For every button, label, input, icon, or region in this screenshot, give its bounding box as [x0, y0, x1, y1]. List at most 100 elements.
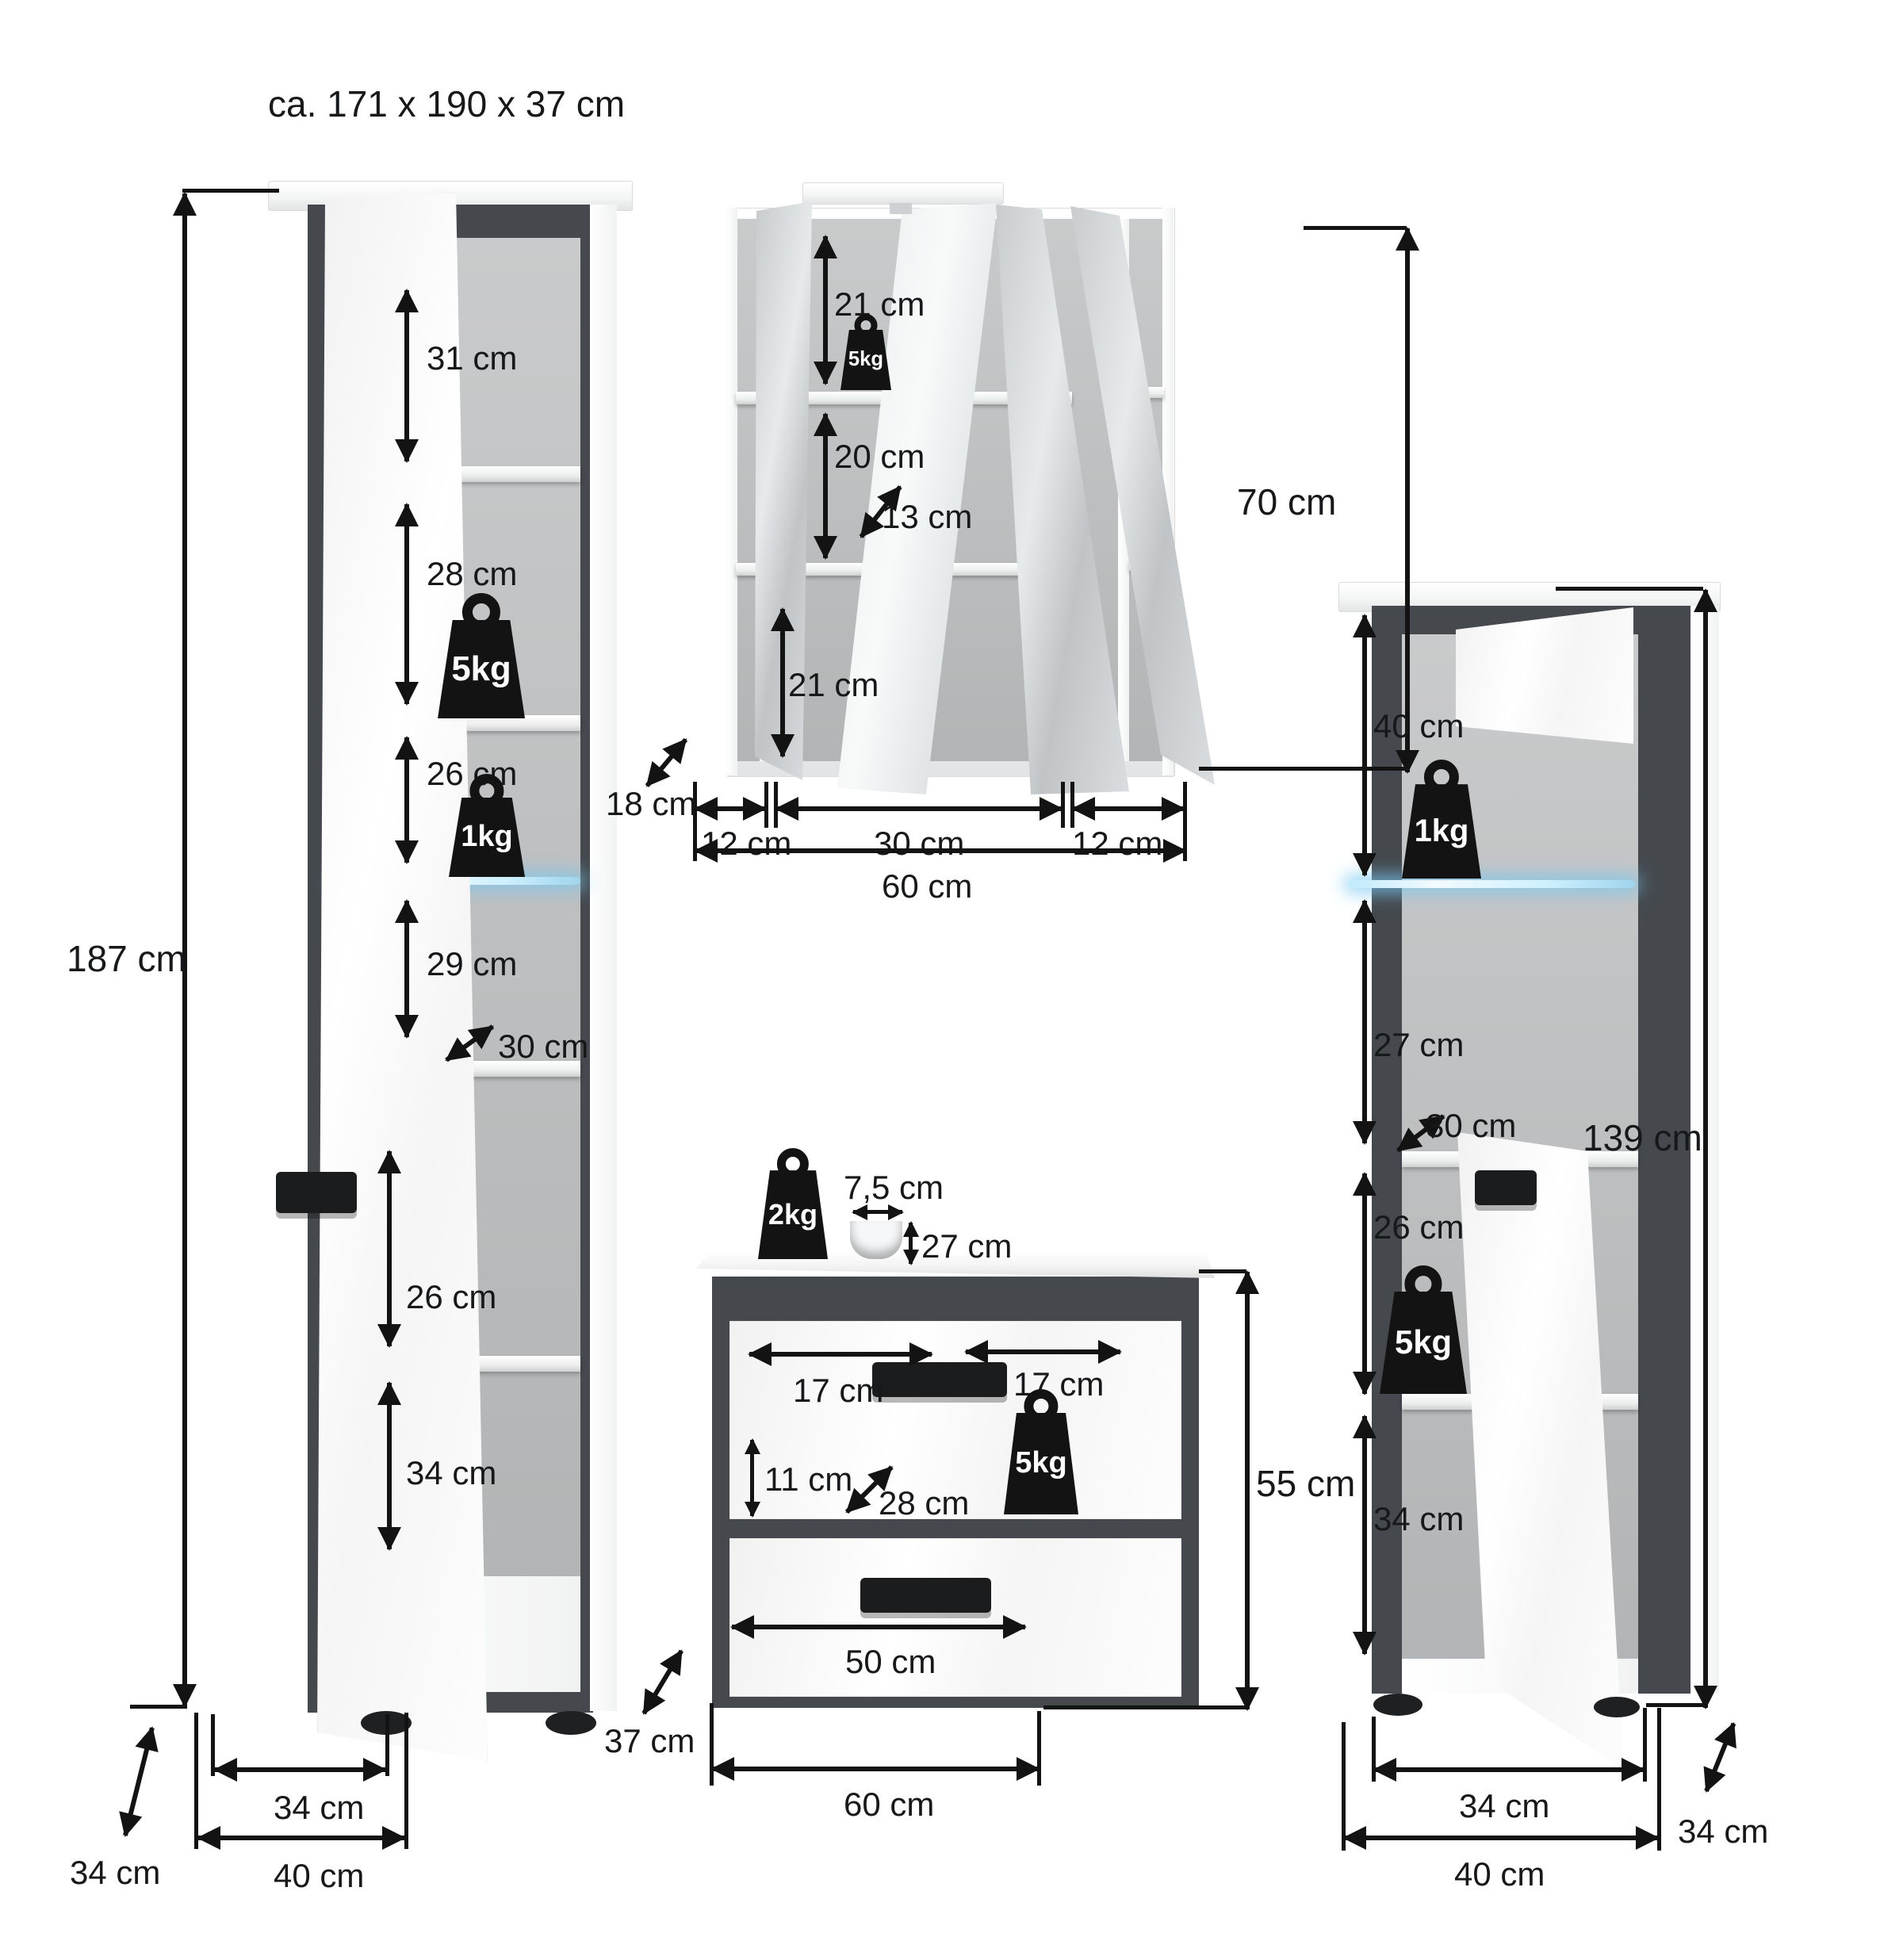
basin-cabinet-flap-left-width-label: 17 cm [793, 1372, 884, 1409]
mirror-cabinet-compartment-3-arrow-icon [780, 609, 785, 756]
side-cabinet-ext-line [1342, 1722, 1346, 1851]
side-cabinet-depth-arrow-icon [1704, 1722, 1736, 1793]
tall-cabinet-compartment-1-label: 31 cm [427, 339, 518, 377]
tall-cabinet-inner-width-arrow-icon [215, 1767, 385, 1772]
mirror-cabinet-compartment-3-label: 21 cm [788, 666, 879, 703]
mirror-cabinet-ext-line [693, 782, 697, 861]
mirror-cabinet-section-2-width-label: 30 cm [874, 825, 965, 862]
side-cabinet-compartment-1-label: 40 cm [1373, 707, 1465, 745]
tall-cabinet-compartment-2-arrow-icon [404, 504, 409, 704]
mirror-cabinet-left-wall [726, 208, 737, 775]
basin-cabinet-load-label: 5kg [1015, 1446, 1067, 1480]
side-cabinet-compartment-1-arrow-icon [1362, 615, 1367, 875]
mirror-cabinet-compartment-1-label: 21 cm [834, 285, 925, 323]
side-cabinet-inner-depth-label: 30 cm [1426, 1107, 1517, 1144]
basin-cabinet-cutout-width-label: 7,5 cm [844, 1169, 944, 1206]
mirror-cabinet-light-stem [890, 203, 912, 214]
tall-cabinet-compartment-5-label: 26 cm [406, 1278, 497, 1315]
basin-cabinet-outer-width-arrow-icon [712, 1767, 1039, 1771]
basin-cabinet-depth-arrow-icon [641, 1649, 683, 1715]
basin-cabinet-ext-line [1037, 1711, 1041, 1786]
basin-cabinet-cutout-depth-arrow-icon [909, 1223, 913, 1264]
side-cabinet-outer-width-label: 40 cm [1454, 1855, 1545, 1893]
tall-cabinet-right-wall [590, 205, 617, 1711]
mirror-cabinet-outer-width-arrow-icon [695, 848, 1185, 853]
mirror-cabinet-height-tick-bottom [1199, 767, 1407, 771]
tall-cabinet-compartment-5-arrow-icon [387, 1151, 392, 1346]
side-cabinet-compartment-4-label: 34 cm [1373, 1500, 1465, 1537]
basin-cabinet-flap-right-width-arrow-icon [966, 1349, 1120, 1354]
mirror-cabinet-height-label: 70 cm [1237, 481, 1337, 523]
basin-cabinet-drawer-handle [860, 1578, 991, 1613]
tall-cabinet-shelf-load-label: 5kg [451, 649, 511, 689]
side-cabinet-height-tick-top [1556, 587, 1703, 591]
side-cabinet-upper-door [1456, 607, 1633, 744]
side-cabinet-compartment-3-label: 26 cm [1373, 1208, 1465, 1246]
basin-cabinet-flap-handle [872, 1362, 1007, 1397]
side-cabinet-door-handle [1475, 1170, 1537, 1205]
basin-cabinet-drawer-width-arrow-icon [732, 1625, 1025, 1629]
basin-cabinet-height-arrow-icon [1245, 1272, 1250, 1709]
tall-cabinet-compartment-2-label: 28 cm [427, 555, 518, 592]
weight-5kg-icon: 5kg [840, 314, 891, 390]
tall-cabinet-ext-line [385, 1714, 389, 1776]
basin-cabinet-flap-height-label: 11 cm [764, 1460, 853, 1498]
side-cabinet-height-label: 139 cm [1583, 1117, 1702, 1158]
tall-cabinet-outer-width-label: 40 cm [274, 1857, 365, 1894]
mirror-cabinet-height-arrow-icon [1405, 228, 1410, 772]
tall-cabinet-compartment-6-label: 34 cm [406, 1454, 497, 1491]
basin-cabinet-height-label: 55 cm [1256, 1463, 1356, 1504]
basin-cabinet-pipe-cutout [850, 1221, 902, 1259]
basin-cabinet-outer-width-label: 60 cm [844, 1786, 935, 1823]
basin-cabinet-flap-height-arrow-icon [750, 1440, 754, 1516]
tall-cabinet-compartment-3-arrow-icon [404, 737, 409, 863]
side-cabinet-compartment-2-arrow-icon [1362, 901, 1367, 1143]
basin-cabinet-height-tick-bottom [1043, 1705, 1246, 1709]
tall-cabinet-inner-width-label: 34 cm [274, 1789, 365, 1826]
side-cabinet-compartment-2-label: 27 cm [1373, 1026, 1465, 1063]
basin-cabinet-top-load-label: 2kg [768, 1198, 818, 1231]
side-cabinet-glass-shelf-load-label: 1kg [1414, 813, 1469, 849]
side-cabinet-foot-left [1373, 1694, 1422, 1716]
basin-cabinet-flap-left-width-arrow-icon [749, 1352, 932, 1357]
side-cabinet-outer-width-arrow-icon [1344, 1836, 1658, 1840]
side-cabinet-ext-line [1643, 1708, 1647, 1782]
tall-cabinet-ext-line [211, 1714, 215, 1776]
tall-cabinet-inner-depth-label: 30 cm [498, 1028, 589, 1065]
tall-cabinet-depth-label: 34 cm [70, 1854, 161, 1891]
tall-cabinet-height-tick-bottom [130, 1705, 187, 1709]
mirror-cabinet-shelf-depth-label: 13 cm [882, 498, 973, 535]
mirror-cabinet-compartment-1-arrow-icon [823, 236, 828, 384]
mirror-cabinet-section-3-width-label: 12 cm [1072, 825, 1163, 862]
mirror-cabinet-height-tick-top [1304, 226, 1407, 230]
tall-cabinet-ext-line [194, 1713, 198, 1849]
tall-cabinet-height-tick-top [182, 189, 279, 193]
tall-cabinet-ext-line [404, 1713, 408, 1849]
mirror-cabinet-depth-arrow-icon [645, 737, 688, 787]
basin-cabinet-height-tick-top [1199, 1269, 1246, 1273]
tall-cabinet-outer-width-arrow-icon [198, 1836, 404, 1840]
side-cabinet-ext-line [1657, 1708, 1661, 1851]
mirror-cabinet-compartment-2-arrow-icon [823, 414, 828, 558]
tall-cabinet-compartment-6-arrow-icon [387, 1383, 392, 1549]
side-cabinet-foot-right [1594, 1697, 1640, 1717]
weight-5kg-icon: 5kg [1380, 1265, 1467, 1394]
tall-cabinet-foot-right [546, 1711, 596, 1735]
overall-dimensions-title: ca. 171 x 190 x 37 cm [268, 83, 626, 124]
basin-cabinet-drawer-front [729, 1538, 1181, 1697]
weight-1kg-icon: 1kg [1402, 760, 1481, 879]
mirror-cabinet-outer-width-label: 60 cm [882, 867, 973, 905]
basin-cabinet-depth-label: 37 cm [604, 1722, 695, 1759]
mirror-cabinet-shelf-load-label: 5kg [848, 348, 884, 371]
mirror-cabinet-section-2-width-arrow-icon [776, 806, 1062, 811]
basin-cabinet-cutout-depth-label: 27 cm [921, 1227, 1013, 1265]
mirror-cabinet-section-3-width-arrow-icon [1073, 806, 1184, 811]
mirror-cabinet-light-bar [802, 182, 1004, 205]
basin-cabinet-ext-line [710, 1703, 714, 1786]
side-cabinet-depth-label: 34 cm [1678, 1813, 1769, 1850]
weight-5kg-icon: 5kg [1004, 1389, 1078, 1514]
side-cabinet-height-arrow-icon [1703, 590, 1708, 1708]
side-cabinet-inner-width-arrow-icon [1374, 1767, 1644, 1772]
basin-cabinet-flap-depth-label: 28 cm [879, 1484, 970, 1522]
